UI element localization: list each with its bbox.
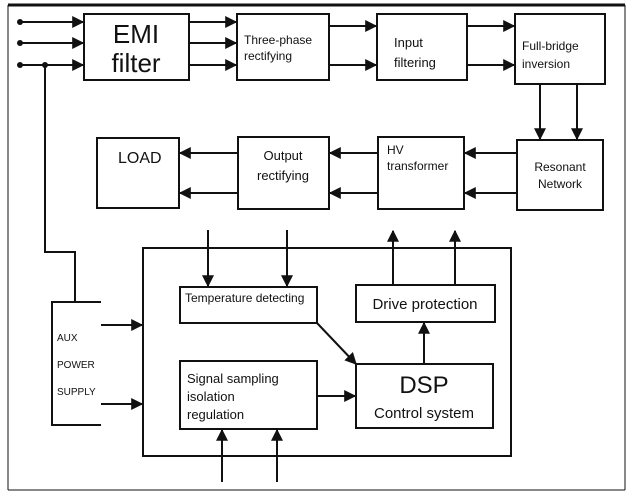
aux-label-line2: POWER [57,360,95,371]
load-label: LOAD [118,150,162,167]
three-phase-label-line1: Three-phase [244,33,312,47]
output-rectifying-block [237,136,330,210]
load-block [96,137,180,209]
full-bridge-inversion-block [514,13,606,85]
arrow-temp-to-dsp [316,322,357,365]
emi-label-line2: filter [111,48,160,78]
emi-filter-block [83,13,190,81]
aux-tap-line [44,65,76,302]
three-phase-label-line2: rectifying [244,49,292,63]
dsp-label-line1: DSP [399,372,448,399]
three-phase-rectifying-block [236,13,330,81]
resonant-label-line2: Network [538,177,583,191]
output-rect-label-line1: Output [263,148,302,163]
hv-transformer-block [377,136,465,210]
emi-label-line1: EMI [113,19,159,49]
input-filtering-label-line2: filtering [394,55,436,70]
full-bridge-label-line2: inversion [522,57,570,71]
hv-label-line1: HV [387,143,404,157]
hv-label-line2: transformer [387,159,448,173]
signal-label-line2: isolation [187,389,235,404]
drive-protection-label: Drive protection [372,296,477,313]
dsp-control-system-block [355,363,494,429]
resonant-label-line1: Resonant [534,160,586,174]
signal-label-line1: Signal sampling [187,371,279,386]
aux-label-line1: AUX [57,333,78,344]
temperature-label: Temperature detecting [185,291,304,305]
signal-label-line3: regulation [187,407,244,422]
signal-sampling-block [179,360,318,430]
input-filtering-label-line1: Input [394,35,423,50]
aux-label-line3: SUPPLY [57,387,96,398]
input-filtering-block [376,13,468,81]
aux-power-supply-block [51,301,101,426]
dsp-label-line2: Control system [374,405,474,422]
temperature-detecting-block [179,286,318,324]
full-bridge-label-line1: Full-bridge [522,39,579,53]
output-rect-label-line2: rectifying [257,168,309,183]
resonant-network-block [516,139,604,211]
